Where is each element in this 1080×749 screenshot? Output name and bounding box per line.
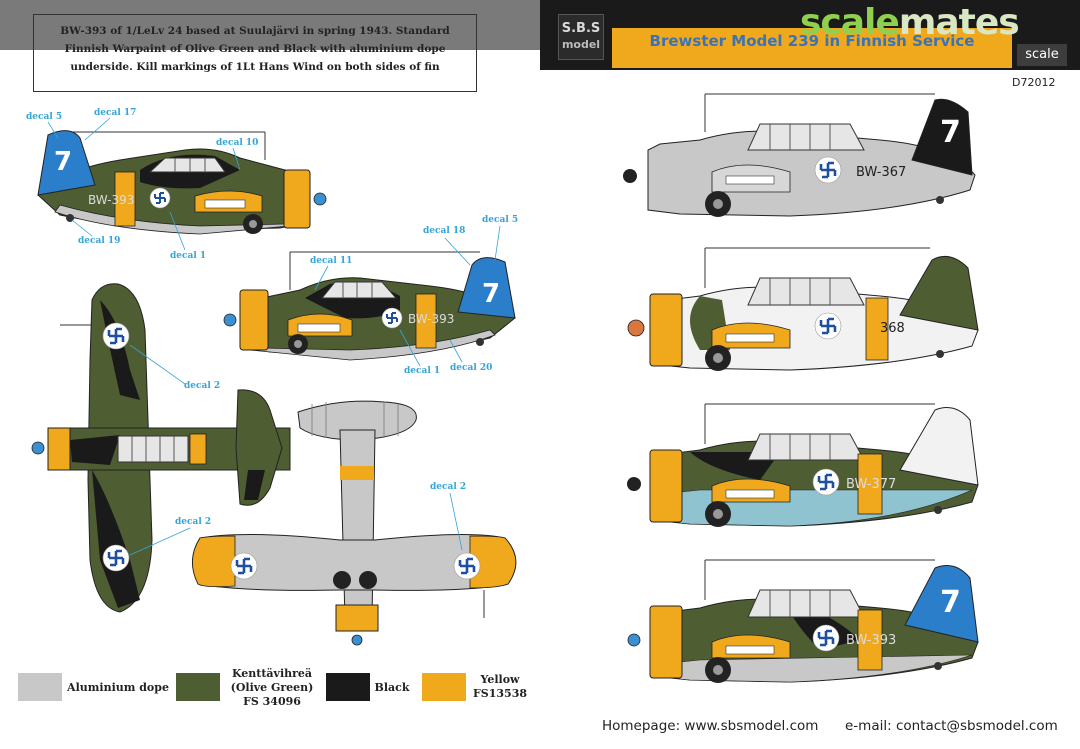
profile-right-2: 368 xyxy=(627,247,979,371)
product-code: D72012 xyxy=(1012,76,1056,89)
svg-text:BW-367: BW-367 xyxy=(856,165,906,180)
callout-decal-18: decal 18 xyxy=(423,226,466,236)
callout-decal-17: decal 17 xyxy=(94,108,137,118)
swatch-yellow xyxy=(422,673,466,701)
callout-decal-1-a: decal 1 xyxy=(170,251,207,261)
title-band xyxy=(612,28,1012,68)
svg-text:BW-393: BW-393 xyxy=(846,633,896,648)
legend-aluminium-label: Aluminium dope xyxy=(67,681,169,694)
legend-olive-label: Kenttävihreä (Olive Green) FS 34096 xyxy=(230,667,314,708)
email-link[interactable]: e-mail: contact@sbsmodel.com xyxy=(845,718,1058,734)
product-title: Brewster Model 239 in Finnish Service xyxy=(649,32,975,50)
callout-decal-19: decal 19 xyxy=(78,236,121,246)
description-text: BW-393 of 1/LeLv 24 based at Suulajärvi … xyxy=(60,25,450,73)
swatch-olive-green xyxy=(176,673,220,701)
legend-black-label: Black xyxy=(374,681,410,694)
callout-decal-20: decal 20 xyxy=(450,363,493,373)
swatch-aluminium xyxy=(18,673,62,701)
callout-decal-2-b: decal 2 xyxy=(175,517,212,527)
svg-text:7: 7 xyxy=(940,585,961,620)
callout-decal-5-b: decal 5 xyxy=(482,215,519,225)
callout-decal-5-a: decal 5 xyxy=(26,112,63,122)
callout-leaders xyxy=(47,117,501,556)
svg-text:368: 368 xyxy=(880,321,905,336)
svg-text:BW-393: BW-393 xyxy=(408,312,454,326)
callout-decal-11: decal 11 xyxy=(310,256,353,266)
callout-decal-10: decal 10 xyxy=(216,138,259,148)
svg-text:BW-393: BW-393 xyxy=(88,193,134,207)
svg-text:7: 7 xyxy=(940,115,961,150)
profile-right-1: BW-367 7 xyxy=(623,93,976,217)
top-view xyxy=(31,283,291,613)
callout-decal-1-b: decal 1 xyxy=(404,366,441,376)
svg-text:7: 7 xyxy=(482,279,500,309)
homepage-link[interactable]: Homepage: www.sbsmodel.com xyxy=(602,718,819,734)
description-box xyxy=(33,14,477,92)
profile-left-top: BW-393 7 xyxy=(37,130,327,235)
svg-text:BW-377: BW-377 xyxy=(846,477,896,492)
callout-decal-2-c: decal 2 xyxy=(430,482,467,492)
footer-contact: Homepage: www.sbsmodel.com e-mail: conta… xyxy=(602,718,1058,734)
profile-right-4: BW-393 7 xyxy=(627,559,979,683)
sbs-logo: S.B.S model xyxy=(558,14,604,60)
bottom-view xyxy=(192,400,517,646)
callout-decal-2-a: decal 2 xyxy=(184,381,221,391)
scale-badge: scale xyxy=(1017,44,1067,66)
legend-yellow-label: Yellow FS13538 xyxy=(472,673,528,700)
profile-right-3: BW-377 xyxy=(627,403,979,527)
profile-left-middle: BW-393 7 xyxy=(223,251,516,361)
swatch-black xyxy=(326,673,370,701)
scalemates-watermark: scalemates xyxy=(800,2,1020,43)
svg-text:7: 7 xyxy=(54,147,72,177)
